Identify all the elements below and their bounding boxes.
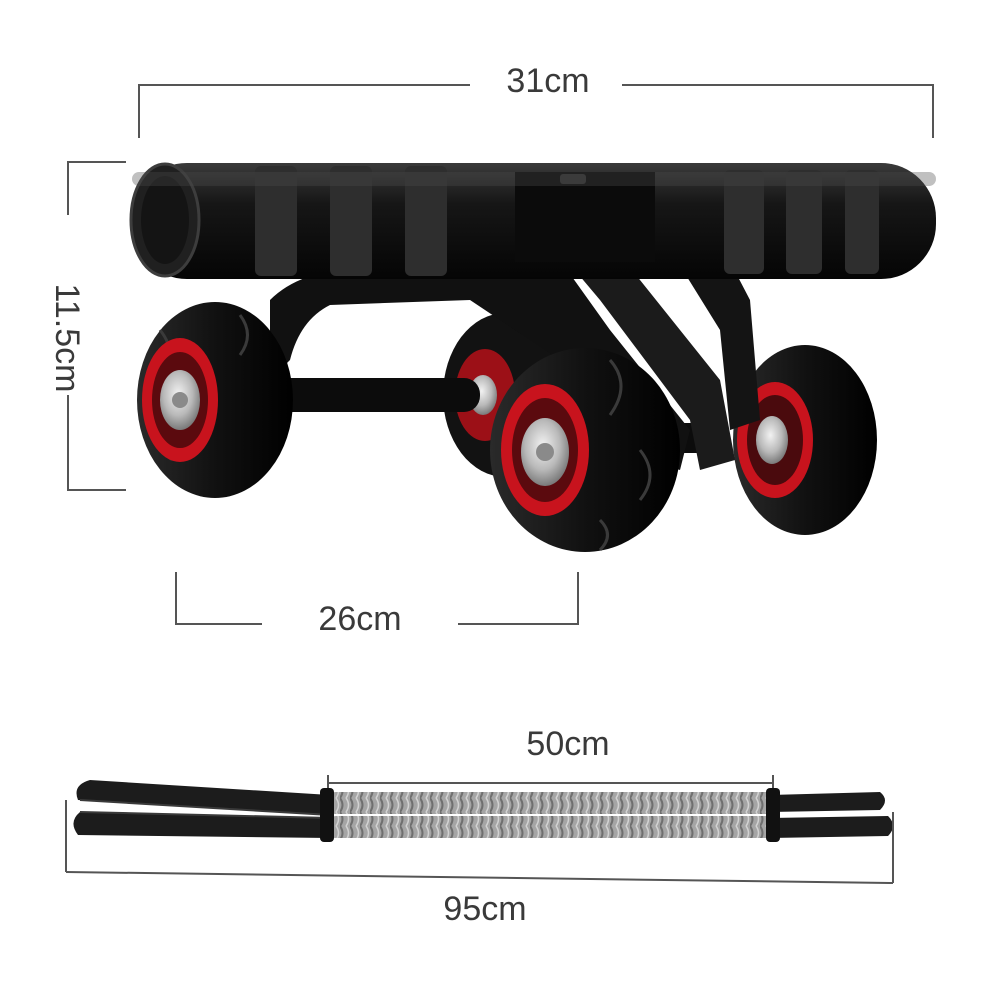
band-length-dimension	[65, 800, 894, 884]
wheel-span-dimension	[175, 572, 579, 625]
front-left-wheel	[137, 302, 293, 498]
back-right-wheel	[733, 345, 877, 535]
rear-axle	[250, 378, 480, 412]
handle-bar	[129, 162, 936, 279]
wheel-span-label: 26cm	[318, 600, 401, 638]
grip-texture	[255, 166, 879, 276]
stretch-label: 50cm	[526, 725, 609, 763]
band-tube-lower	[326, 816, 776, 838]
frame-bracket	[270, 260, 690, 470]
center-arm	[520, 205, 735, 470]
resistance-band	[73, 780, 893, 842]
front-right-wheel	[490, 348, 680, 552]
height-label: 11.5cm	[48, 284, 86, 393]
band-length-label: 95cm	[443, 890, 526, 928]
left-strap	[73, 780, 331, 838]
right-arm	[630, 185, 760, 430]
height-dimension	[67, 161, 126, 491]
ab-roller	[129, 162, 936, 552]
width-dimension	[138, 84, 934, 138]
band-tube-upper	[326, 792, 776, 814]
right-strap	[770, 792, 893, 838]
stretch-dimension	[327, 775, 774, 791]
width-label: 31cm	[506, 62, 589, 100]
